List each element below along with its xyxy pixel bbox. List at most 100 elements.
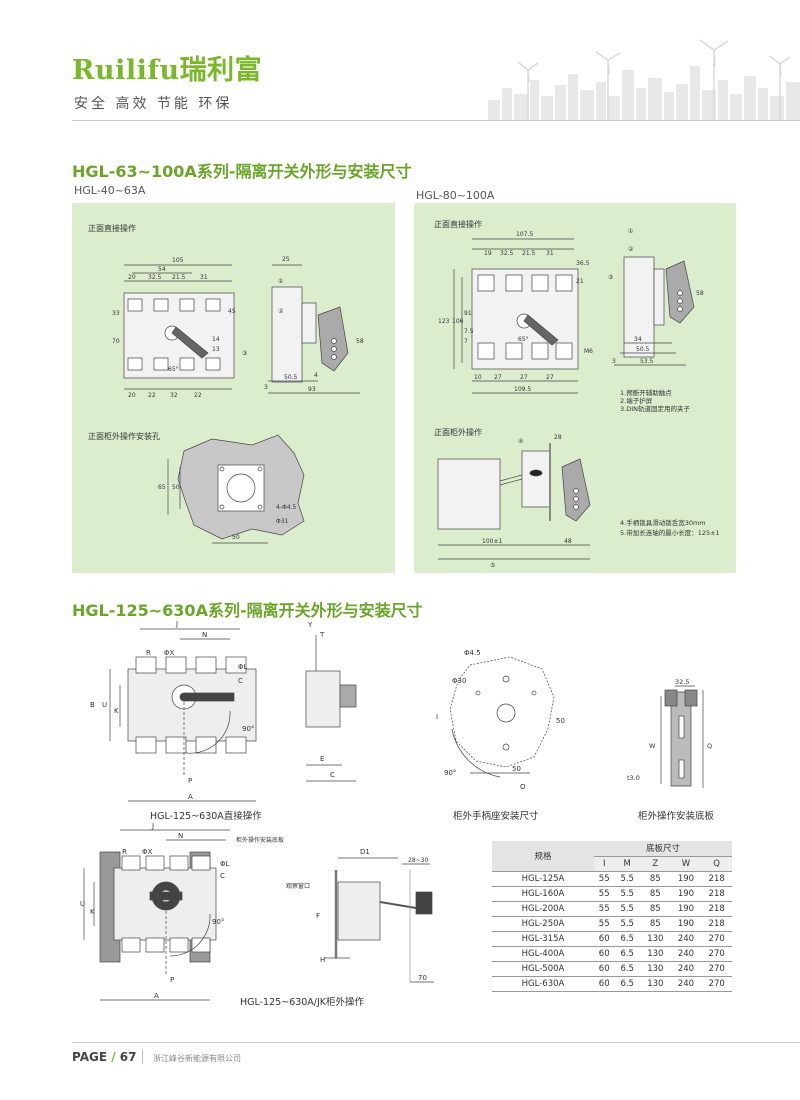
r-dim-36.5: 36.5 [576, 260, 590, 267]
table-cell: 5.5 [614, 916, 640, 932]
r-dim-100pm1: 100±1 [482, 538, 502, 545]
baseplate-drawing: 32.5 W Q t3.0 [627, 678, 712, 788]
dim-93: 93 [308, 386, 316, 393]
jk-lbl-70: 70 [418, 974, 427, 982]
table-cell: 270 [701, 931, 732, 947]
table-cell: 55 [594, 886, 615, 902]
brand-slogan: 安全 高效 节能 环保 [74, 96, 233, 112]
table-cell-model: HGL-400A [492, 946, 594, 962]
lbl-B: B [90, 701, 95, 709]
lbl-O: O [520, 783, 526, 791]
col-header: Q [701, 856, 732, 872]
table-cell: 85 [639, 916, 671, 932]
dim-50v: 50 [172, 484, 180, 491]
r-dim-107.5: 107.5 [516, 231, 533, 238]
table-header-group: 底板尺寸 [594, 841, 732, 857]
r-dim-65deg: 65° [518, 336, 529, 343]
lbl-U: U [102, 701, 107, 709]
r-callout-3: ③ [608, 274, 613, 281]
lbl-phi4.5: Φ4.5 [464, 649, 481, 657]
jk-lbl-D1: D1 [360, 848, 370, 856]
page-number: PAGE / 67 [72, 1050, 137, 1064]
page-number-value: 67 [119, 1050, 137, 1064]
col-header: M [614, 856, 640, 872]
left-front-cabinet-hole-label: 正面柜外操作安装孔 [88, 432, 160, 441]
table-cell: 5.5 [614, 871, 640, 887]
right-drawing-panel: 正面直接操作 正面柜外操作 1.预断开辅助触点 2.端子护屏 3.DIN轨道固定… [414, 203, 736, 573]
table-cell: 60 [594, 976, 615, 992]
lbl-Q: Q [707, 742, 712, 750]
caption-handle: 柜外手柄座安装尺寸 [453, 811, 539, 822]
dim-phi31: Φ31 [276, 518, 289, 525]
table-cell: 240 [670, 931, 702, 947]
r-dim-123: 123 [438, 318, 450, 325]
r-dim-91: 91 [464, 310, 472, 317]
hgl125-jk-drawing: J N 柜外操作安装底板 R ΦX ΦL C U K 90° P A D1 28… [80, 822, 434, 1001]
footer-separator [142, 1050, 143, 1064]
lbl-P: P [188, 777, 192, 785]
r-dim-7: 7 [464, 338, 468, 345]
left-drawing-panel: 正面直接操作 正面柜外操作安装孔 [72, 203, 395, 573]
city-skyline-decoration [488, 39, 800, 120]
lbl-A: A [188, 793, 193, 801]
dim-3: 3 [264, 384, 268, 391]
dim-21.5: 21.5 [172, 274, 186, 281]
col-header: I [594, 856, 615, 872]
jk-lbl-N: N [178, 832, 183, 840]
table-cell: 218 [701, 886, 732, 902]
section1-title: HGL-63~100A系列-隔离开关外形与安装尺寸 [72, 162, 412, 181]
table-cell: 270 [701, 946, 732, 962]
dim-50h: 50 [232, 534, 240, 541]
dim-31: 31 [200, 274, 208, 281]
note-4: 4.手柄锁具滑动锁舌宽30mm [620, 519, 706, 527]
table-cell: 240 [670, 961, 702, 977]
lbl-32.5: 32.5 [675, 678, 689, 686]
lbl-T: T [319, 631, 325, 639]
left-model-label: HGL-40~63A [74, 184, 146, 197]
table-cell: 85 [639, 886, 671, 902]
lbl-K: K [114, 707, 119, 715]
table-cell-model: HGL-250A [492, 916, 594, 932]
dim-105: 105 [172, 257, 184, 264]
jk-lbl-90deg: 90° [212, 918, 224, 926]
jk-lbl-baseplate: 柜外操作安装底板 [236, 836, 284, 844]
right-model-label: HGL-80~100A [416, 189, 495, 202]
section2-title: HGL-125~630A系列-隔离开关外形与安装尺寸 [72, 601, 423, 620]
table-cell: 55 [594, 871, 615, 887]
callout-2: ② [278, 308, 284, 315]
table-cell: 240 [670, 976, 702, 992]
caption-baseplate: 柜外操作安装底板 [638, 811, 715, 822]
table-cell: 218 [701, 916, 732, 932]
r-dim-19: 19 [484, 250, 492, 257]
lbl-t3: t3.0 [627, 774, 640, 782]
table-cell: 6.5 [614, 961, 640, 977]
right-switch-drawing: 107.5 19 32.5 21.5 31 36.5 21 123 106 91… [437, 228, 704, 569]
r-dim-50.5: 50.5 [636, 346, 650, 353]
dim-b22b: 22 [194, 392, 202, 399]
jk-lbl-U: U [80, 900, 85, 908]
table-cell: 270 [701, 961, 732, 977]
right-front-direct-label: 正面直接操作 [434, 220, 482, 229]
jk-lbl-K: K [90, 908, 95, 916]
lbl-50h: 50 [512, 765, 521, 773]
note-3: 3.DIN轨道固定用的夹子 [620, 405, 690, 413]
note-2: 2.端子护屏 [620, 397, 653, 405]
dim-50.5: 50.5 [284, 374, 298, 381]
lbl-90deg-h: 90° [444, 769, 456, 777]
dim-45: 45 [228, 308, 236, 315]
lbl-90deg: 90° [242, 725, 254, 733]
table-cell: 218 [701, 871, 732, 887]
page-label: PAGE [72, 1050, 108, 1064]
lbl-50v: 50 [556, 717, 565, 725]
lbl-C2: C [330, 771, 335, 779]
company-name: 浙江峰谷新能源有限公司 [153, 1054, 241, 1063]
lbl-phiX: ΦX [164, 649, 175, 657]
dim-13: 13 [212, 346, 220, 353]
left-front-direct-label: 正面直接操作 [88, 224, 136, 233]
r-callout-5: ⑤ [490, 562, 495, 569]
r-dim-34: 34 [634, 336, 642, 343]
jk-lbl-window: 观察窗口 [286, 882, 310, 890]
